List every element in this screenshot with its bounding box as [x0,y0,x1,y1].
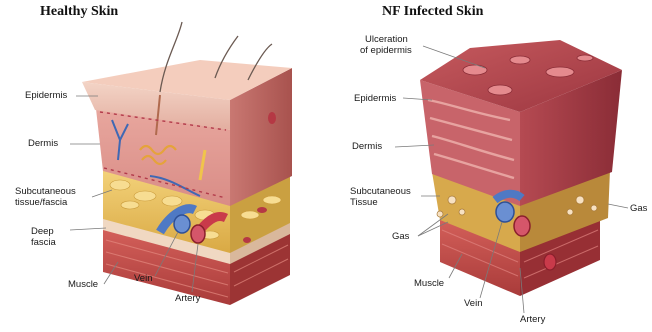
infected-vein-lumen [496,202,514,222]
infected-artery-muscle [544,254,556,270]
label-healthy-vein: Vein [134,273,153,284]
label-infected-artery: Artery [520,314,545,325]
label-infected-vein: Vein [464,298,483,309]
label-infected-ulceration-line2: of epidermis [360,45,412,56]
label-healthy-epidermis: Epidermis [25,90,67,101]
label-healthy-muscle: Muscle [68,279,98,290]
infected-artery-lumen [514,216,530,236]
label-healthy-deep-fascia-line2: fascia [31,237,56,248]
label-healthy-dermis: Dermis [28,138,58,149]
infected-skin-title: NF Infected Skin [382,4,483,20]
leader-healthy-deep-fascia [70,228,106,230]
label-infected-dermis: Dermis [352,141,382,152]
leader-infected-gas-right [608,204,628,208]
healthy-artery-lumen [191,225,205,243]
label-healthy-subcutaneous-line1: Subcutaneous [15,186,76,197]
healthy-skin-block [82,22,292,305]
healthy-skin-title: Healthy Skin [40,4,118,20]
label-infected-gas-left: Gas [392,231,409,242]
label-healthy-deep-fascia-line1: Deep [31,226,54,237]
leader-infected-dermis [395,145,434,147]
label-infected-gas-right: Gas [630,203,647,214]
label-healthy-subcutaneous-line2: tissue/fascia [15,197,67,208]
healthy-vein-lumen [174,215,190,233]
label-infected-epidermis: Epidermis [354,93,396,104]
label-infected-ulceration-line1: Ulceration [365,34,408,45]
infected-skin-block [420,40,622,296]
label-infected-muscle: Muscle [414,278,444,289]
label-infected-subcutaneous-line1: Subcutaneous [350,186,411,197]
label-healthy-artery: Artery [175,293,200,304]
label-infected-subcutaneous-line2: Tissue [350,197,378,208]
